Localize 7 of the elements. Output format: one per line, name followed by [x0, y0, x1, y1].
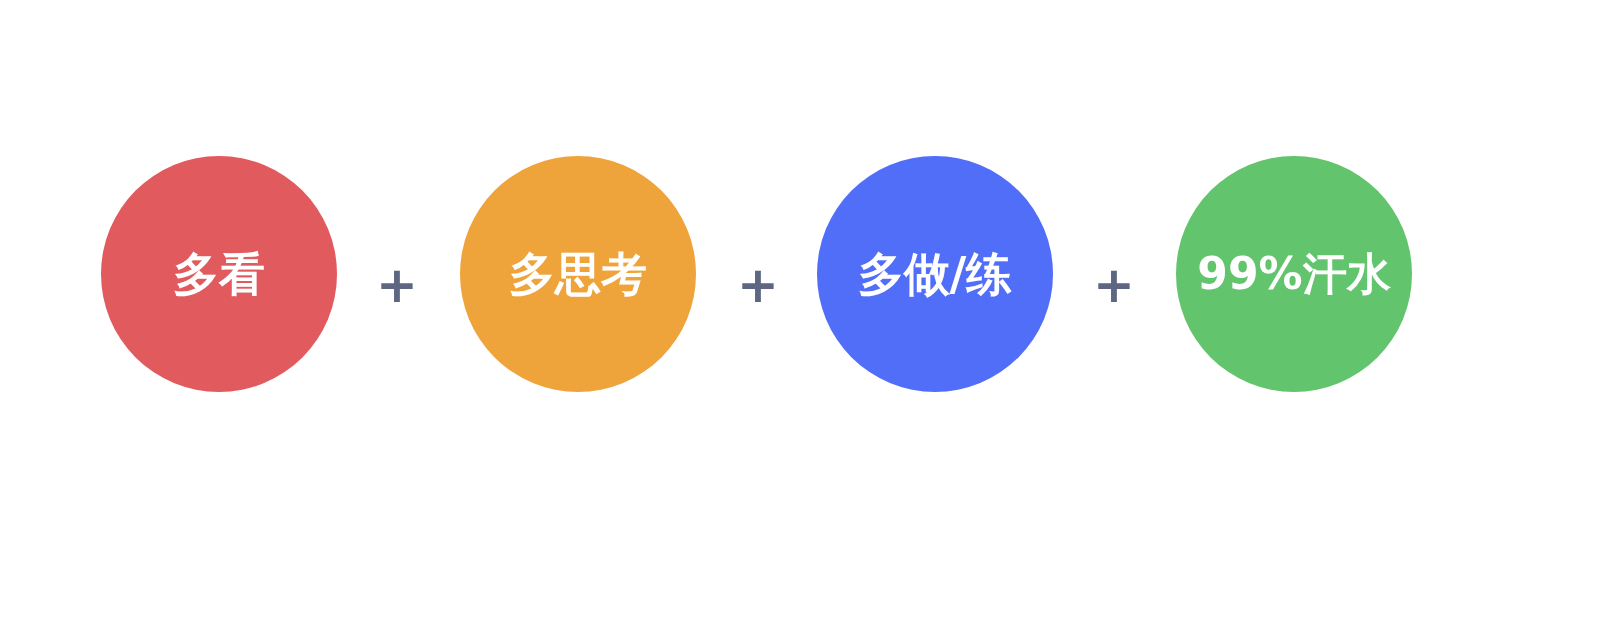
- plus-sign: +: [376, 260, 418, 310]
- node-label: 多思考: [509, 248, 647, 300]
- node-label: 99%汗水: [1197, 249, 1391, 299]
- plus-sign: +: [737, 260, 779, 310]
- node-label: 多看: [173, 248, 265, 300]
- plus-sign: +: [1093, 260, 1135, 310]
- node-label: 多做/练: [857, 248, 1013, 300]
